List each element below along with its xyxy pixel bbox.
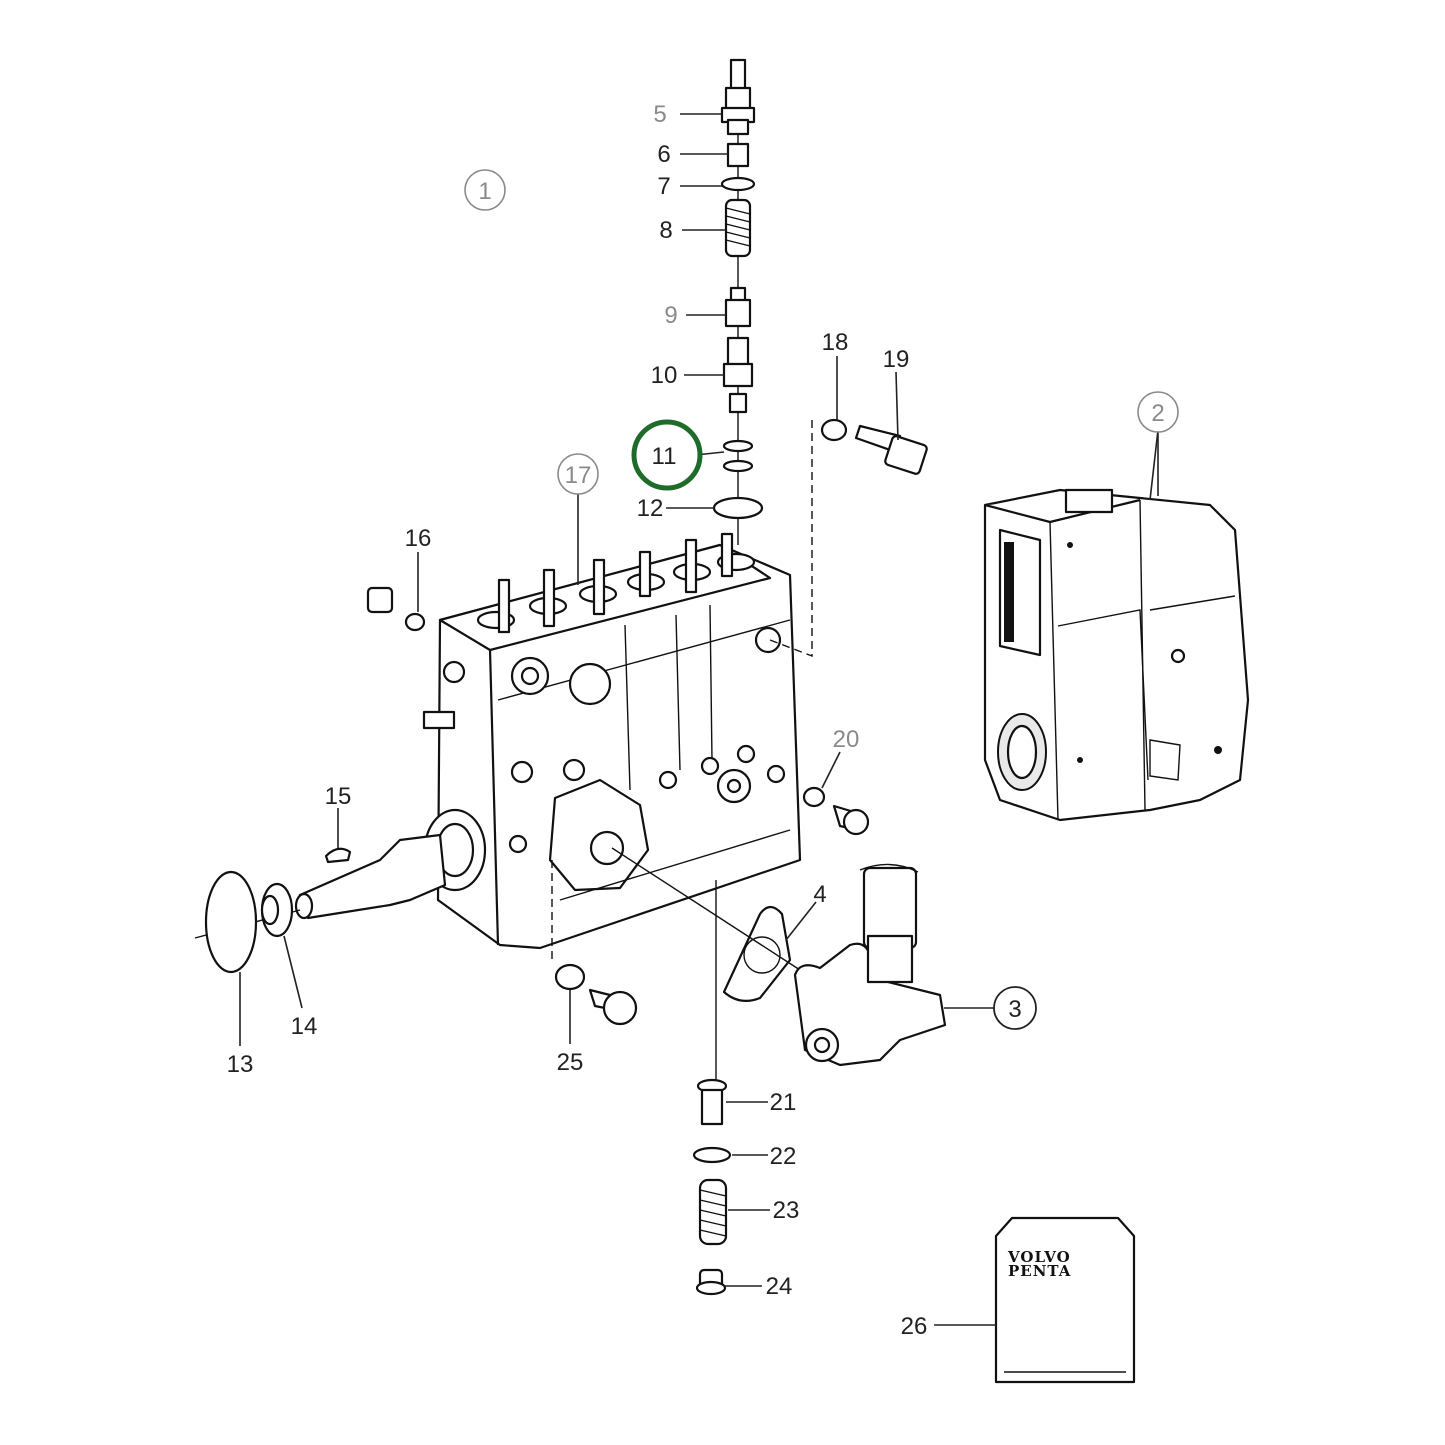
label-5: 5 (653, 101, 666, 128)
label-21: 21 (770, 1089, 797, 1116)
pump-housing (422, 420, 813, 960)
part-12-o-ring (712, 496, 764, 520)
part-6-spacer (726, 142, 750, 168)
part-4-gasket (722, 905, 792, 1003)
label-19: 19 (883, 346, 910, 373)
part-5-valve-holder (720, 58, 756, 136)
part-23-spring (698, 1178, 728, 1246)
part-26-manual: VOLVO PENTA (994, 1216, 1136, 1384)
callout-17: 17 (557, 453, 599, 495)
part-7-washer (720, 176, 756, 192)
label-20: 20 (833, 726, 860, 753)
callout-3: 3 (993, 986, 1037, 1030)
part-16-plug (366, 586, 426, 632)
part-11-washer-b (722, 459, 754, 473)
part-13-sealing-ring (204, 870, 258, 974)
svg-text:3: 3 (1008, 996, 1021, 1023)
label-25: 25 (557, 1049, 584, 1076)
label-26: 26 (901, 1313, 928, 1340)
callout-11-highlighted[interactable]: 11 (631, 419, 703, 491)
svg-text:11: 11 (652, 443, 677, 470)
svg-text:2: 2 (1151, 400, 1164, 427)
part-24-plug (695, 1268, 727, 1296)
manual-logo-penta: PENTA (1008, 1262, 1071, 1280)
label-10: 10 (651, 362, 678, 389)
label-6: 6 (657, 141, 670, 168)
part-3-feed-pump (793, 863, 947, 1067)
part-21-sleeve (696, 1078, 728, 1126)
part-8-spring (724, 198, 752, 258)
svg-text:1: 1 (478, 178, 491, 205)
delivery-valve-stack (712, 58, 764, 545)
label-8: 8 (659, 217, 672, 244)
callout-1: 1 (464, 169, 506, 211)
label-4: 4 (813, 881, 826, 908)
label-16: 16 (405, 525, 432, 552)
plunger-stack (692, 880, 732, 1296)
part-10-valve-seat (722, 336, 754, 414)
part-2-governor-housing (983, 488, 1250, 822)
label-22: 22 (770, 1143, 797, 1170)
label-18: 18 (822, 329, 849, 356)
label-24: 24 (766, 1273, 793, 1300)
svg-text:17: 17 (565, 462, 592, 489)
part-25-screw (554, 963, 638, 1026)
part-20-screw (802, 786, 870, 836)
part-15-woodruff-key (324, 847, 352, 864)
label-7: 7 (657, 173, 670, 200)
label-12: 12 (637, 495, 664, 522)
part-number-labels: 4 5 6 7 8 9 10 12 13 14 15 16 18 19 20 2… (227, 101, 928, 1340)
part-11-washer-a (722, 439, 754, 453)
part-18-19-bolt-and-washer (820, 418, 928, 475)
label-23: 23 (773, 1197, 800, 1224)
label-13: 13 (227, 1051, 254, 1078)
label-15: 15 (325, 783, 352, 810)
part-9-valve (724, 286, 752, 328)
callout-2: 2 (1137, 391, 1179, 433)
part-14-oil-seal (260, 882, 294, 938)
leader-lines (239, 113, 1159, 1326)
label-14: 14 (291, 1013, 318, 1040)
part-22-washer (692, 1146, 732, 1164)
label-9: 9 (664, 302, 677, 329)
manual-logo-volvo: VOLVO (1007, 1248, 1071, 1266)
